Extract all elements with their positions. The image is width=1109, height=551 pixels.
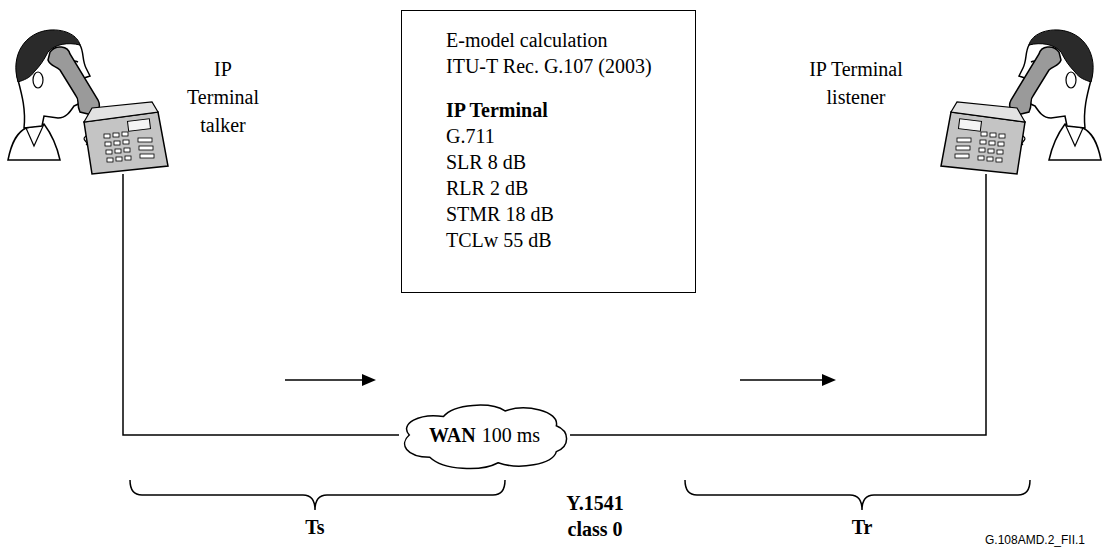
terminal-caption: IP Terminal listener (808, 55, 904, 111)
ip-terminal: IP Terminal listener (941, 100, 1031, 174)
box-heading: ITU-T Rec. G.107 (2003) (446, 53, 671, 79)
parameter-line: SLR 8 dB (446, 149, 671, 175)
span-brace (130, 480, 505, 510)
parameter-line: G.711 (446, 123, 671, 149)
terminal-label: IP Terminal talker (178, 55, 268, 139)
person-ear (33, 72, 43, 88)
network-link (123, 174, 399, 435)
terminal-label: IP Terminal listener (808, 55, 904, 111)
phone-base (84, 112, 168, 174)
box-heading: E-model calculation (446, 27, 671, 53)
direction-arrow (285, 374, 376, 386)
parameter-line: RLR 2 dB (446, 175, 671, 201)
parameter-line: STMR 18 dB (446, 201, 671, 227)
span-brace (685, 480, 1030, 510)
span-label: Ts (290, 513, 340, 541)
person-with-phone (8, 30, 168, 174)
terminal-caption: IP Terminal talker (178, 55, 268, 139)
direction-arrow (740, 374, 836, 386)
phone-keypad (104, 132, 154, 162)
network-delay: 100 ms (482, 424, 540, 446)
box-subheading: IP Terminal (446, 97, 671, 123)
figure-reference: G.108AMD.2_FII.1 (985, 532, 1085, 548)
parameter-line: TCLw 55 dB (446, 227, 671, 253)
network-name: WAN (429, 424, 476, 446)
ip-terminal: IP Terminal talker (78, 100, 168, 174)
person-shoulder (8, 124, 60, 160)
phone-display (127, 119, 150, 132)
calculation-box: E-model calculationITU-T Rec. G.107 (200… (401, 10, 696, 293)
phone-handset (48, 47, 99, 114)
qos-class-label: Y.1541 class 0 (545, 490, 645, 542)
network-cloud: WAN 100 ms (399, 398, 570, 472)
span-label: Tr (837, 513, 887, 541)
person-with-phone (941, 30, 1101, 174)
